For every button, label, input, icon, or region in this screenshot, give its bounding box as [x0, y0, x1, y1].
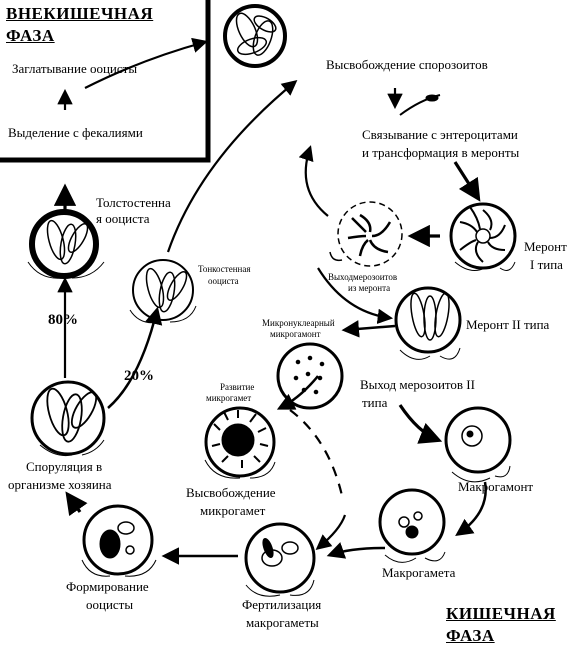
macrogamont-label: Макрогамонт — [458, 479, 534, 494]
intestinal-phase-title-1: КИШЕЧНАЯ — [446, 604, 556, 623]
microgamete-dev-label-2: микрогамет — [206, 393, 252, 403]
microgamont-drawing — [276, 342, 344, 410]
arrow-exit-loop-back — [298, 145, 329, 217]
fertilization-drawing — [244, 522, 316, 597]
arrow-dev-curve — [289, 409, 345, 501]
binding-label-2: и трансформация в меронты — [362, 145, 520, 160]
merozoite-exit-1-drawing — [329, 201, 403, 267]
arrow-thin-to-release — [166, 80, 298, 253]
arrow-release-to-fertilization — [315, 514, 347, 550]
macrogamete-label: Макрогамета — [382, 565, 456, 580]
microgamete-release-label-1: Высвобождение — [186, 485, 276, 500]
thin-oocyst-label-2: ооциста — [208, 276, 239, 286]
arrow-to-meront1 — [453, 161, 481, 202]
thick-wall-percentage: 80% — [48, 312, 78, 328]
thick-oocyst-label-1: Толстостенна — [96, 195, 171, 210]
oocyst-top-drawing — [223, 4, 287, 68]
sporulation-label-1: Споруляция в — [26, 459, 103, 474]
macrogamont-drawing — [444, 406, 512, 483]
merozoite-exit-2-label-2: типа — [362, 395, 388, 410]
oocyst-ingestion-label: Заглатывание ооцисты — [12, 61, 138, 76]
arrow-macrogamont-to-macrogamete — [455, 481, 487, 536]
extraintestinal-phase-title-1: ВНЕКИШЕЧНАЯ — [6, 4, 154, 23]
thin-wall-percentage: 20% — [124, 368, 154, 384]
fertilization-label-1: Фертилизация — [242, 597, 322, 612]
arrow-macrogamete-to-fertilization — [326, 542, 386, 559]
microgamont-label-2: микрогамонт — [270, 329, 321, 339]
merozoite-exit-2-label-1: Выход мерозоитов II — [360, 377, 475, 392]
arrow-sporulation-to-thin — [107, 306, 163, 409]
thick-oocyst-label-2: я ооциста — [96, 211, 150, 226]
meront-1-label-1: Меронт — [524, 239, 567, 254]
oocyst-formation-drawing — [81, 504, 157, 577]
macrogamete-drawing — [378, 488, 446, 563]
phase-boundary-line — [0, 0, 211, 163]
sporulation-label-2: организме хозяина — [8, 477, 112, 492]
extraintestinal-phase-title-2: ФАЗА — [6, 26, 55, 45]
meront-2-label: Меронт II типа — [466, 317, 550, 332]
meront-1-drawing — [449, 202, 517, 271]
fecal-excretion-label: Выделение с фекалиями — [8, 125, 143, 140]
arrow-formation-to-sporulation — [65, 491, 88, 517]
microgamont-label-1: Микронуклеарный — [262, 318, 335, 328]
microgamete-release-label-2: микрогамет — [200, 503, 266, 518]
sporulation-oocyst-drawing — [30, 380, 106, 456]
merozoite-exit-1-label-1: Выходмерозоитов — [328, 272, 398, 282]
microgamete-dev-label-1: Развитие — [220, 382, 255, 392]
intestinal-phase-title-2: ФАЗА — [446, 626, 495, 645]
oocyst-formation-label-2: ооцисты — [86, 597, 134, 612]
arrow-exit-to-meront2 — [317, 267, 394, 324]
sporozoite-drawing — [399, 94, 441, 116]
arrow-micronuclear-to-development — [276, 375, 319, 410]
meront-2-drawing — [394, 286, 462, 360]
fertilization-label-2: макрогаметы — [246, 615, 319, 630]
thin-oocyst-drawing — [129, 259, 197, 324]
binding-label-1: Связывание с энтероцитами — [362, 127, 518, 142]
thin-oocyst-label-1: Тонкостенная — [198, 264, 251, 274]
arrow-ingestion-to-release — [84, 37, 208, 89]
thick-oocyst-drawing — [27, 209, 105, 279]
meront-1-label-2: I типа — [530, 257, 563, 272]
merozoite-exit-1-label-2: из меронта — [348, 283, 391, 293]
arrow-meront2-to-macrogamont — [398, 404, 443, 444]
arrow-meront2-to-micronuclear — [341, 320, 396, 338]
oocyst-formation-label-1: Формирование — [66, 579, 149, 594]
cycle-arrows — [53, 37, 487, 565]
microgamete-release-drawing — [204, 406, 276, 479]
sporozoite-release-label: Высвобождение спорозоитов — [326, 57, 488, 72]
